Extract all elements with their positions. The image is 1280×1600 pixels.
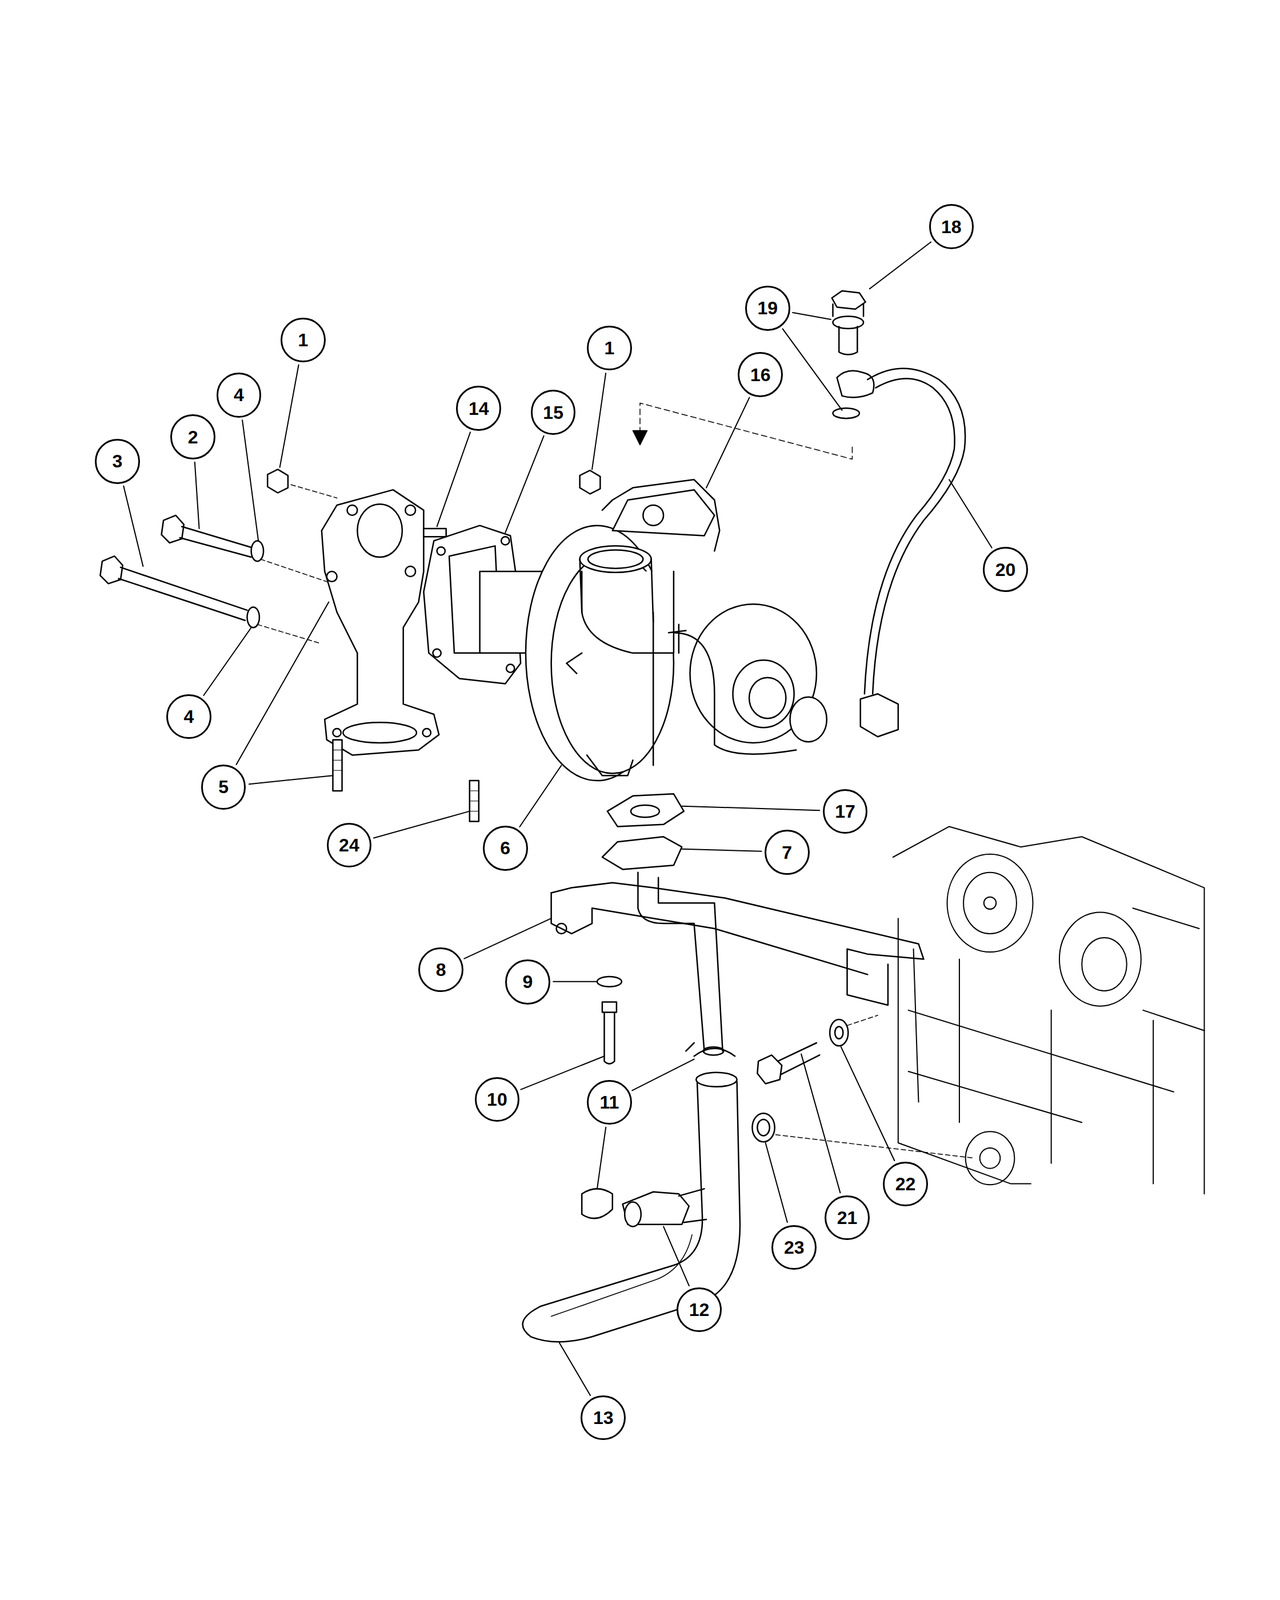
callout-number: 22 (882, 1161, 928, 1207)
callout-number: 11 (586, 1080, 632, 1126)
callout-number: 14 (456, 385, 502, 431)
callout-number: 9 (505, 959, 551, 1005)
callout-label: 11 (599, 1093, 619, 1112)
callout-number: 5 (201, 764, 247, 810)
callout-number: 1 (586, 325, 632, 371)
callout-label: 20 (995, 560, 1016, 579)
callout-label: 22 (895, 1174, 916, 1194)
callout-number: 7 (764, 829, 810, 875)
callout-label: 17 (834, 802, 856, 821)
leader-lines (123, 241, 992, 1395)
exhaust-elbow (321, 489, 439, 755)
callout-number: 23 (771, 1225, 817, 1271)
callout-number: 10 (474, 1077, 520, 1123)
callout-label: 4 (184, 707, 195, 726)
callout-number: 4 (166, 694, 212, 740)
fasteners (597, 976, 975, 1159)
stud (333, 740, 479, 822)
callout-label: 6 (500, 838, 511, 858)
turbocharger (480, 479, 827, 781)
callout-label: 5 (218, 777, 229, 796)
oil-feed-pipe (832, 290, 966, 737)
callout-label: 9 (522, 972, 534, 991)
callout-label: 7 (781, 843, 792, 862)
callout-label: 15 (542, 403, 564, 422)
oil-drain (522, 793, 924, 1342)
callout-number: 17 (822, 789, 868, 835)
callout-number: 20 (982, 546, 1028, 592)
callout-number: 15 (530, 389, 576, 435)
callout-number: 21 (824, 1195, 870, 1241)
callout-label: 1 (298, 330, 309, 350)
callout-number: 19 (745, 285, 791, 331)
callout-label: 13 (593, 1408, 614, 1427)
callout-label: 21 (837, 1208, 858, 1227)
callout-number: 12 (676, 1287, 722, 1333)
callout-label: 1 (604, 338, 615, 358)
callout-label: 4 (233, 385, 244, 404)
callout-label: 19 (757, 298, 778, 318)
callout-label: 16 (750, 365, 771, 384)
callout-label: 2 (188, 428, 199, 447)
callout-number: 1 (280, 317, 326, 363)
callout-number: 2 (170, 414, 216, 460)
engine-block (893, 826, 1205, 1194)
callout-number: 6 (482, 825, 528, 871)
callout-number: 3 (94, 438, 140, 484)
callout-label: 18 (941, 217, 962, 236)
callout-number: 16 (737, 352, 783, 398)
callout-label: 14 (468, 399, 490, 418)
callout-number: 8 (418, 947, 464, 993)
callout-number: 24 (326, 822, 372, 868)
callout-label: 23 (784, 1238, 805, 1257)
callout-label: 24 (338, 836, 360, 855)
callout-number: 18 (929, 204, 975, 250)
callout-label: 8 (436, 960, 447, 979)
callout-label: 10 (486, 1090, 508, 1109)
callout-number: 4 (216, 372, 262, 418)
callout-label: 12 (689, 1300, 710, 1319)
callout-number: 13 (580, 1395, 626, 1441)
callout-label: 3 (112, 452, 123, 471)
